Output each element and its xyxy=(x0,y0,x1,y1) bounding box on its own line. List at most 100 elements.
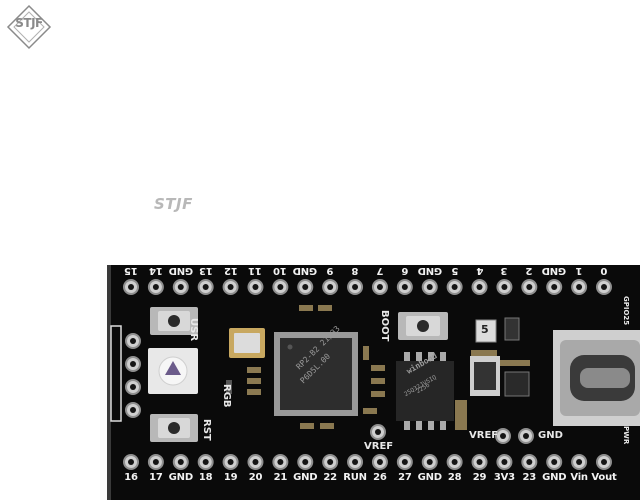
top-pin-pad-hole xyxy=(551,284,558,290)
bottom-pin-pad-hole xyxy=(476,459,483,465)
bottom-pin-pad-hole xyxy=(302,459,309,465)
top-pin-label: 5 xyxy=(451,265,459,276)
top-pin-pad-hole xyxy=(302,284,309,290)
bottom-pin-label: 16 xyxy=(124,472,138,483)
top-pin-label: 9 xyxy=(326,265,334,276)
usb-c-connector xyxy=(553,330,640,426)
bottom-pin-pad-hole xyxy=(128,459,134,465)
silk-gpio25: GPIO25 xyxy=(622,296,630,326)
top-pin-pad-hole xyxy=(501,284,508,290)
bottom-pin-pad-hole xyxy=(352,459,359,465)
top-pin-label: 1 xyxy=(575,265,583,276)
silk-usr: USR xyxy=(188,318,199,342)
bottom-pin-pad-hole xyxy=(252,459,259,465)
bottom-pin-label: 20 xyxy=(248,472,263,483)
passives-left xyxy=(226,367,261,395)
top-pin-pad-hole xyxy=(352,284,359,290)
bottom-pin-pad-hole xyxy=(501,459,508,465)
top-pin-pad-hole xyxy=(252,284,259,290)
silk-led-number: 5 xyxy=(481,323,489,336)
silk-vref-left: VREF xyxy=(364,441,394,452)
bottom-pin-label: GND xyxy=(417,472,442,483)
bottom-pin-label: 29 xyxy=(472,472,487,483)
bottom-pin-pad-hole xyxy=(202,459,209,465)
top-pin-label: 15 xyxy=(124,265,138,276)
mid-pads xyxy=(370,424,534,444)
top-pin-pad-hole xyxy=(152,284,159,290)
rst-button xyxy=(150,414,198,442)
top-pin-label: 14 xyxy=(149,265,163,276)
flash-chip xyxy=(396,352,454,430)
top-pin-label: GND xyxy=(293,265,318,276)
bottom-pin-pad-hole xyxy=(551,459,558,465)
top-pin-pad-hole xyxy=(202,284,209,290)
bottom-pin-pad-hole xyxy=(401,459,408,465)
bottom-pin-label: 23 xyxy=(522,472,537,483)
bottom-pin-pad-hole xyxy=(426,459,433,465)
bottom-pin-label: GND xyxy=(293,472,318,483)
board-edge xyxy=(107,265,111,500)
bottom-pin-label: Vout xyxy=(591,472,617,483)
bottom-pin-pad-hole xyxy=(451,459,458,465)
bottom-pin-label: 17 xyxy=(149,472,163,483)
usr-button xyxy=(150,307,198,335)
rgb-led xyxy=(148,348,198,394)
silk-vref-right: VREF xyxy=(469,430,499,441)
bottom-pin-label: 26 xyxy=(373,472,387,483)
regulator xyxy=(455,317,530,430)
bottom-pin-label: 28 xyxy=(447,472,462,483)
silk-rst: RST xyxy=(201,419,212,441)
top-pin-label: 11 xyxy=(248,265,263,276)
bottom-pin-label: 27 xyxy=(398,472,412,483)
logo-text: STJF xyxy=(15,16,43,30)
top-pin-pad-hole xyxy=(526,284,533,290)
bottom-pin-pad-hole xyxy=(152,459,159,465)
bottom-pin-pad-hole xyxy=(376,459,383,465)
top-pin-label: 0 xyxy=(600,265,608,276)
bottom-pin-label: 22 xyxy=(323,472,337,483)
top-pin-pad-hole xyxy=(426,284,433,290)
watermark-text: STJF xyxy=(154,195,193,213)
side-pads xyxy=(125,333,141,418)
top-pin-pad-hole xyxy=(601,284,607,290)
bottom-pin-label: RUN xyxy=(343,472,367,483)
top-pin-label: 6 xyxy=(401,265,409,276)
top-pin-label: GND xyxy=(542,265,567,276)
boot-button xyxy=(398,312,448,340)
silk-gnd: GND xyxy=(538,430,563,441)
top-pin-label: GND xyxy=(168,265,193,276)
top-pin-label: 12 xyxy=(223,265,238,276)
bottom-pin-pad-hole xyxy=(277,459,284,465)
top-pin-pad-hole xyxy=(376,284,383,290)
crystal xyxy=(229,328,265,358)
bottom-pin-label: 3V3 xyxy=(493,472,515,483)
top-pin-label: 10 xyxy=(273,265,288,276)
top-pin-pads xyxy=(123,279,612,295)
bottom-pin-pad-hole xyxy=(576,459,583,465)
bottom-pin-label: 21 xyxy=(273,472,288,483)
top-pin-label: 4 xyxy=(476,265,483,276)
bottom-pin-pad-hole xyxy=(526,459,533,465)
top-pin-label: 3 xyxy=(501,265,508,276)
top-pin-pad-hole xyxy=(177,284,184,290)
top-pin-label: 2 xyxy=(525,265,533,276)
top-pin-pad-hole xyxy=(401,284,408,290)
silk-rgb: RGB xyxy=(221,384,232,408)
top-pin-pad-hole xyxy=(576,284,583,290)
left-outline xyxy=(110,325,122,422)
top-pin-label: 7 xyxy=(376,265,384,276)
top-pin-label: 13 xyxy=(198,265,213,276)
top-pin-pad-hole xyxy=(451,284,458,290)
top-pin-pad-hole xyxy=(227,284,234,290)
bottom-pin-label: Vin xyxy=(570,472,588,483)
silk-pwr: PWR xyxy=(622,426,630,445)
bottom-pin-label: 18 xyxy=(198,472,213,483)
top-pin-pad-hole xyxy=(327,284,334,290)
silk-boot: BOOT xyxy=(379,310,390,342)
bottom-pin-pads xyxy=(123,454,612,470)
bottom-pin-label: 19 xyxy=(223,472,238,483)
bottom-pin-label: GND xyxy=(542,472,567,483)
passives-mid xyxy=(299,305,385,429)
stjf-logo-icon xyxy=(6,4,52,50)
top-pin-label: 8 xyxy=(351,265,359,276)
